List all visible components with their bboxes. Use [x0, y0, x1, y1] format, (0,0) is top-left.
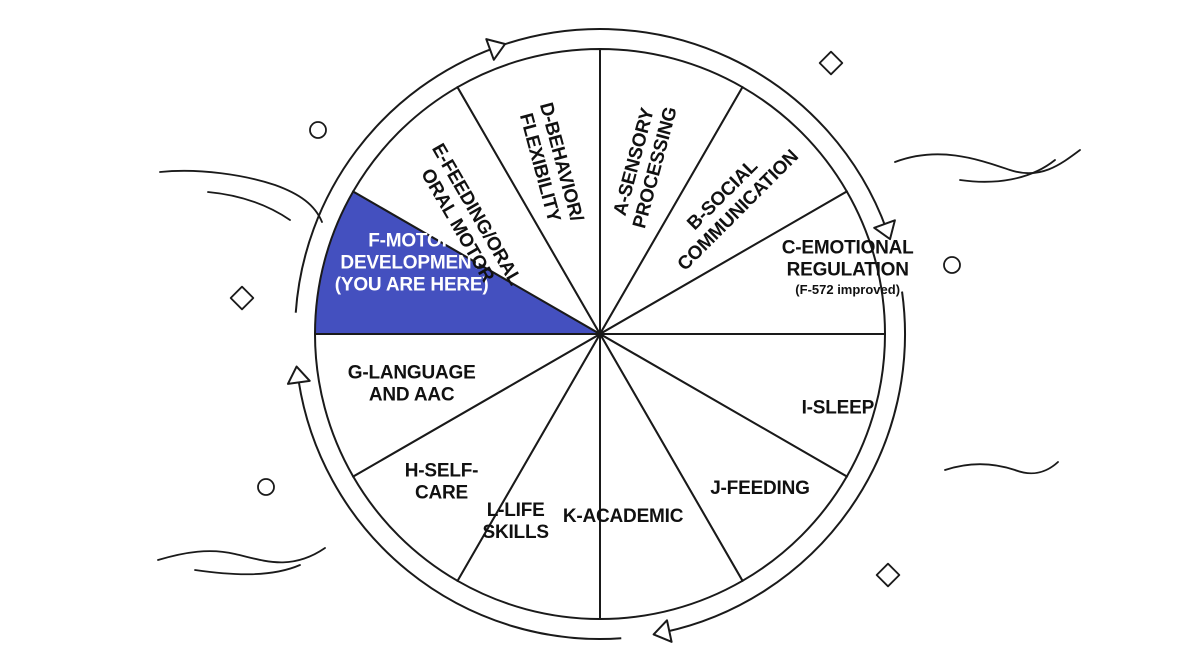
- wheel-segment-k[interactable]: [599, 330, 744, 621]
- segment-label-h: H-SELF-CARE: [405, 461, 479, 504]
- wheel-segment-j[interactable]: [597, 331, 849, 583]
- squiggle-left-bottom-2: [194, 564, 301, 576]
- segment-label-line: G-LANGUAGE: [348, 362, 476, 383]
- circle-deco-3: [257, 478, 275, 496]
- wheel-segment-l[interactable]: [456, 330, 601, 621]
- segment-label-k: K-ACADEMIC: [563, 506, 684, 527]
- diamond-deco-2: [229, 285, 255, 311]
- segment-label-line: CARE: [415, 483, 468, 504]
- segment-label-line: C-EMOTIONAL: [782, 238, 914, 259]
- wheel-segments: [313, 47, 887, 621]
- squiggle-left-top-2: [207, 191, 291, 221]
- circle-deco-1: [309, 121, 327, 139]
- segment-label-line: I-SLEEP: [802, 397, 875, 418]
- wheel-segment-i[interactable]: [596, 333, 887, 478]
- segment-label-line: AND AAC: [369, 384, 455, 405]
- ring-arc: [663, 291, 906, 634]
- segment-label-j: J-FEEDING: [710, 478, 810, 499]
- squiggle-left-top: [159, 169, 323, 223]
- wheel-segment-h[interactable]: [351, 331, 603, 583]
- decorations: [157, 50, 1081, 588]
- ring-arc: [495, 28, 888, 231]
- segment-label-line: (YOU ARE HERE): [335, 275, 489, 296]
- circle-deco-2: [943, 256, 961, 274]
- ring-arc: [296, 376, 622, 640]
- segment-label-line: J-FEEDING: [710, 478, 810, 499]
- wheel-segment-e[interactable]: [351, 85, 603, 337]
- segment-label-i: I-SLEEP: [802, 397, 875, 418]
- squiggle-left-bottom: [157, 547, 326, 564]
- cycle-arrow-icon: [873, 219, 896, 241]
- segment-label-line: F-MOTOR: [368, 231, 455, 252]
- wheel-segment-d[interactable]: [456, 47, 601, 338]
- wheel-segment-b[interactable]: [597, 85, 849, 337]
- cycle-arrow-icon: [485, 38, 507, 61]
- squiggle-right-top-2: [959, 159, 1056, 183]
- wheel-segment-f[interactable]: [313, 190, 604, 335]
- segment-label-line: H-SELF-: [405, 461, 479, 482]
- segment-label-line: L-LIFE: [487, 500, 545, 521]
- squiggle-right-top: [894, 149, 1081, 175]
- segment-label-line: DEVELOPMENT: [340, 253, 483, 274]
- diamond-deco-3: [875, 562, 901, 588]
- segment-label-line: REGULATION: [787, 260, 909, 281]
- segment-note: (F-572 improved): [795, 282, 900, 297]
- ring-arc: [294, 46, 497, 313]
- diamond-deco-1: [818, 50, 844, 76]
- wheel-segment-g[interactable]: [313, 333, 604, 478]
- wheel-segment-c[interactable]: [596, 190, 887, 335]
- segment-label-line: K-ACADEMIC: [563, 506, 684, 527]
- wheel-segment-a[interactable]: [599, 47, 744, 338]
- cycle-arrow-icon: [286, 365, 311, 385]
- squiggle-right-bottom: [944, 461, 1059, 475]
- segment-label-line: SKILLS: [482, 522, 548, 543]
- cycle-ring: [286, 28, 906, 643]
- cycle-arrow-icon: [652, 619, 673, 643]
